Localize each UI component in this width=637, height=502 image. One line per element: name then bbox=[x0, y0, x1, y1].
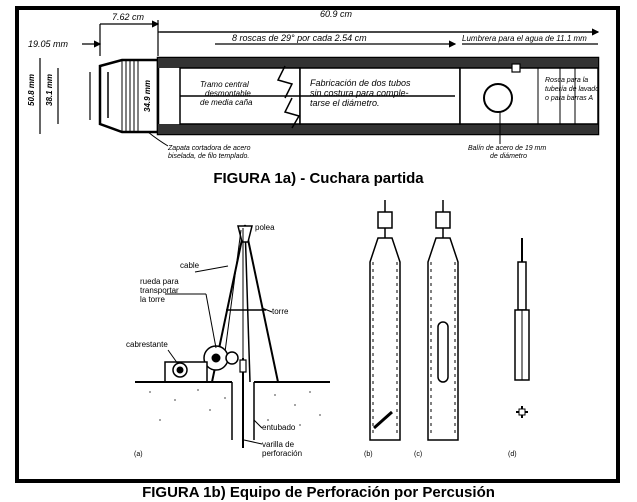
dim-762: 7.62 cm bbox=[112, 12, 145, 22]
dim-port: Lumbrera para el agua de 11.1 mm bbox=[462, 34, 587, 43]
figure-frame bbox=[15, 6, 620, 483]
label-shoe-1: Zapata cortadora de acero bbox=[167, 145, 251, 152]
label-a: (a) bbox=[134, 451, 143, 458]
label-varilla-2: perforación bbox=[262, 449, 302, 458]
label-center-3: de media caña bbox=[200, 98, 253, 107]
label-cabrestante: cabrestante bbox=[126, 340, 168, 349]
barrel-top-wall bbox=[158, 58, 598, 68]
water-port bbox=[511, 63, 521, 73]
tool-c bbox=[427, 200, 459, 441]
tool-b bbox=[369, 200, 401, 441]
split-spoon-drawing bbox=[98, 56, 600, 136]
label-shoe-2: biselada, de filo templado. bbox=[168, 153, 249, 160]
rig-labels: polea cable rueda para transportar la to… bbox=[126, 223, 302, 458]
label-thread-2: tubería de lavado bbox=[545, 86, 599, 93]
label-rueda-2: transportar bbox=[140, 286, 179, 295]
dimension-lines bbox=[39, 20, 600, 134]
label-varilla-1: varilla de bbox=[262, 440, 295, 449]
label-rueda-1: rueda para bbox=[140, 277, 179, 286]
steel-ball bbox=[483, 83, 513, 113]
label-entubado: entubado bbox=[262, 423, 296, 432]
dim-508: 50.8 mm bbox=[27, 74, 36, 106]
caption-fig1a: FIGURA 1a) - Cuchara partida bbox=[213, 170, 424, 187]
label-fab-3: tarse el diámetro. bbox=[310, 98, 380, 108]
percussion-rig bbox=[135, 224, 330, 448]
label-b: (b) bbox=[364, 451, 373, 458]
label-c: (c) bbox=[414, 451, 422, 458]
dim-349: 34.9 mm bbox=[143, 80, 152, 112]
dim-609: 60.9 cm bbox=[320, 9, 353, 19]
label-cable: cable bbox=[180, 261, 200, 270]
dim-381: 38.1 mm bbox=[45, 74, 54, 106]
label-ball-1: Balín de acero de 19 mm bbox=[468, 145, 546, 152]
label-polea: polea bbox=[255, 223, 275, 232]
fig1a-labels: Tramo central desmontable de media caña … bbox=[147, 77, 599, 160]
caption-fig1b: FIGURA 1b) Equipo de Perforación por Per… bbox=[142, 484, 495, 501]
label-d: (d) bbox=[508, 451, 517, 458]
label-rueda-3: la torre bbox=[140, 295, 165, 304]
tool-d bbox=[514, 238, 530, 418]
dim-1905: 19.05 mm bbox=[28, 39, 69, 49]
label-center-1: Tramo central bbox=[200, 80, 249, 89]
label-thread-3: o para barras A bbox=[545, 95, 593, 102]
label-fab-1: Fabricación de dos tubos bbox=[310, 78, 411, 88]
barrel-bottom-wall bbox=[158, 124, 598, 134]
label-thread-1: Rosca para la bbox=[545, 77, 588, 84]
label-fab-2: sin costura para comple- bbox=[310, 88, 409, 98]
dim-threads: 8 roscas de 29° por cada 2.54 cm bbox=[232, 33, 367, 43]
label-center-2: desmontable bbox=[205, 89, 251, 98]
label-torre: torre bbox=[272, 307, 289, 316]
dimension-labels: 7.62 cm 60.9 cm 19.05 mm 8 roscas de 29°… bbox=[27, 9, 587, 112]
label-ball-2: de diámetro bbox=[490, 153, 527, 160]
